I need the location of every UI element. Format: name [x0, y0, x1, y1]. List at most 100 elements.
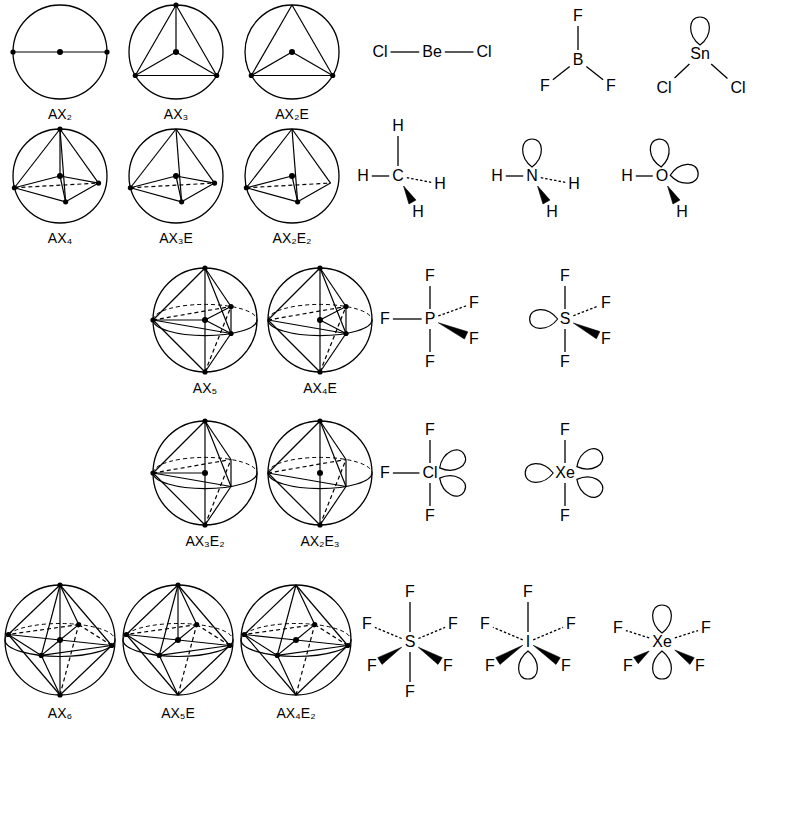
- bond-line: [59, 640, 60, 695]
- sphere-outline: [153, 421, 257, 525]
- ligand-dot: [202, 418, 207, 423]
- ligand-dot: [214, 73, 219, 78]
- geometry-figure: [241, 585, 351, 695]
- ligand-dot: [317, 369, 322, 374]
- polyhedron-edge: [135, 5, 176, 76]
- center-dot: [57, 173, 63, 179]
- center-dot: [289, 49, 295, 55]
- atom-symbol: Cl: [372, 44, 387, 60]
- atom-symbol: F: [380, 465, 390, 481]
- bond-line: [564, 440, 565, 463]
- atom-symbol: S: [405, 634, 416, 650]
- bond-line: [296, 640, 348, 646]
- structural-formula: [393, 286, 468, 352]
- center-dot: [317, 317, 323, 323]
- polyhedron-edge: [268, 473, 346, 487]
- bond-line: [175, 5, 176, 52]
- bond-line: [59, 585, 60, 640]
- polyhedron-edge: [8, 635, 60, 696]
- polyhedron-edge: [205, 459, 231, 525]
- bond-line: [527, 602, 528, 632]
- geometry-label: AX₅: [193, 381, 217, 395]
- atom-symbol: F: [601, 295, 611, 311]
- bond-line: [586, 67, 603, 80]
- atom-symbol: C: [392, 168, 404, 184]
- bond-line: [204, 320, 205, 372]
- ligand-dot: [212, 180, 217, 185]
- atom-symbol: Cl: [656, 80, 671, 96]
- atom-symbol: N: [526, 168, 538, 184]
- dashed-bond: [418, 627, 445, 638]
- ligand-dot: [242, 632, 247, 637]
- structural-formula: [553, 26, 603, 80]
- polyhedron-edge: [126, 635, 178, 696]
- bond-line: [178, 640, 230, 646]
- ligand-dot: [244, 185, 249, 190]
- bond-line: [60, 640, 112, 646]
- sphere-outline: [245, 5, 339, 99]
- atom-symbol: F: [701, 620, 711, 636]
- bond-line: [429, 329, 430, 352]
- polyhedron-edge: [230, 459, 231, 486]
- polyhedron-edge: [178, 625, 197, 695]
- geometry-figure: [128, 129, 223, 223]
- bond-line: [177, 585, 178, 640]
- polyhedron-edge: [130, 188, 181, 202]
- atom-symbol: F: [560, 508, 570, 524]
- polyhedron-edge: [296, 585, 315, 625]
- center-dot: [202, 317, 208, 323]
- atom-symbol: F: [448, 616, 458, 632]
- ligand-dot: [150, 317, 155, 322]
- polyhedron-edge: [268, 459, 346, 473]
- geometry-label: AX₃E: [159, 231, 193, 245]
- ligand-dot: [343, 304, 348, 309]
- atom-symbol: F: [560, 354, 570, 370]
- bond-line: [204, 473, 205, 525]
- geometry-figure: [244, 129, 339, 223]
- geometry-figure: [123, 582, 233, 695]
- bond-line: [320, 320, 346, 334]
- bond-line: [130, 176, 176, 188]
- geometry-figure: [150, 418, 257, 527]
- lone-pair-lobe: [649, 138, 670, 168]
- bond-line: [153, 472, 205, 473]
- atom-symbol: H: [676, 204, 688, 220]
- bond-line: [409, 602, 410, 632]
- lone-pair-lobe: [530, 310, 558, 329]
- polyhedron-edge: [135, 75, 216, 76]
- structural-formula: [393, 440, 469, 506]
- polyhedron-edge: [230, 306, 231, 333]
- structural-formula: [375, 602, 445, 682]
- atom-symbol: F: [573, 8, 583, 24]
- bond-line: [391, 51, 420, 52]
- ligand-dot: [173, 2, 178, 7]
- atom-symbol: F: [425, 422, 435, 438]
- atom-symbol: F: [601, 331, 611, 347]
- atom-symbol: F: [485, 658, 495, 674]
- bond-line: [319, 268, 320, 320]
- polyhedron-edge: [296, 625, 315, 695]
- bond-line: [205, 320, 231, 334]
- bond-line: [60, 51, 107, 52]
- atom-symbol: Xe: [652, 634, 672, 650]
- ligand-dot: [295, 199, 300, 204]
- dashed-bond: [626, 631, 649, 638]
- bond-line: [296, 625, 315, 640]
- atom-symbol: F: [566, 616, 576, 632]
- polyhedron-edge: [251, 5, 292, 76]
- bond-line: [251, 52, 292, 76]
- bond-line: [292, 176, 298, 202]
- polyhedron-edge: [178, 585, 230, 646]
- ligand-dot: [228, 331, 233, 336]
- ligand-dot: [317, 522, 322, 527]
- bond-line: [135, 52, 176, 76]
- structural-formula: [626, 605, 698, 679]
- atom-symbol: O: [656, 168, 668, 184]
- bond-line: [393, 472, 420, 473]
- atom-symbol: F: [523, 584, 533, 600]
- geometry-figure: [12, 126, 107, 223]
- polyhedron-edge: [60, 585, 79, 625]
- ligand-dot: [330, 73, 335, 78]
- geometry-figure: [5, 582, 115, 697]
- polyhedron-edge: [130, 129, 176, 188]
